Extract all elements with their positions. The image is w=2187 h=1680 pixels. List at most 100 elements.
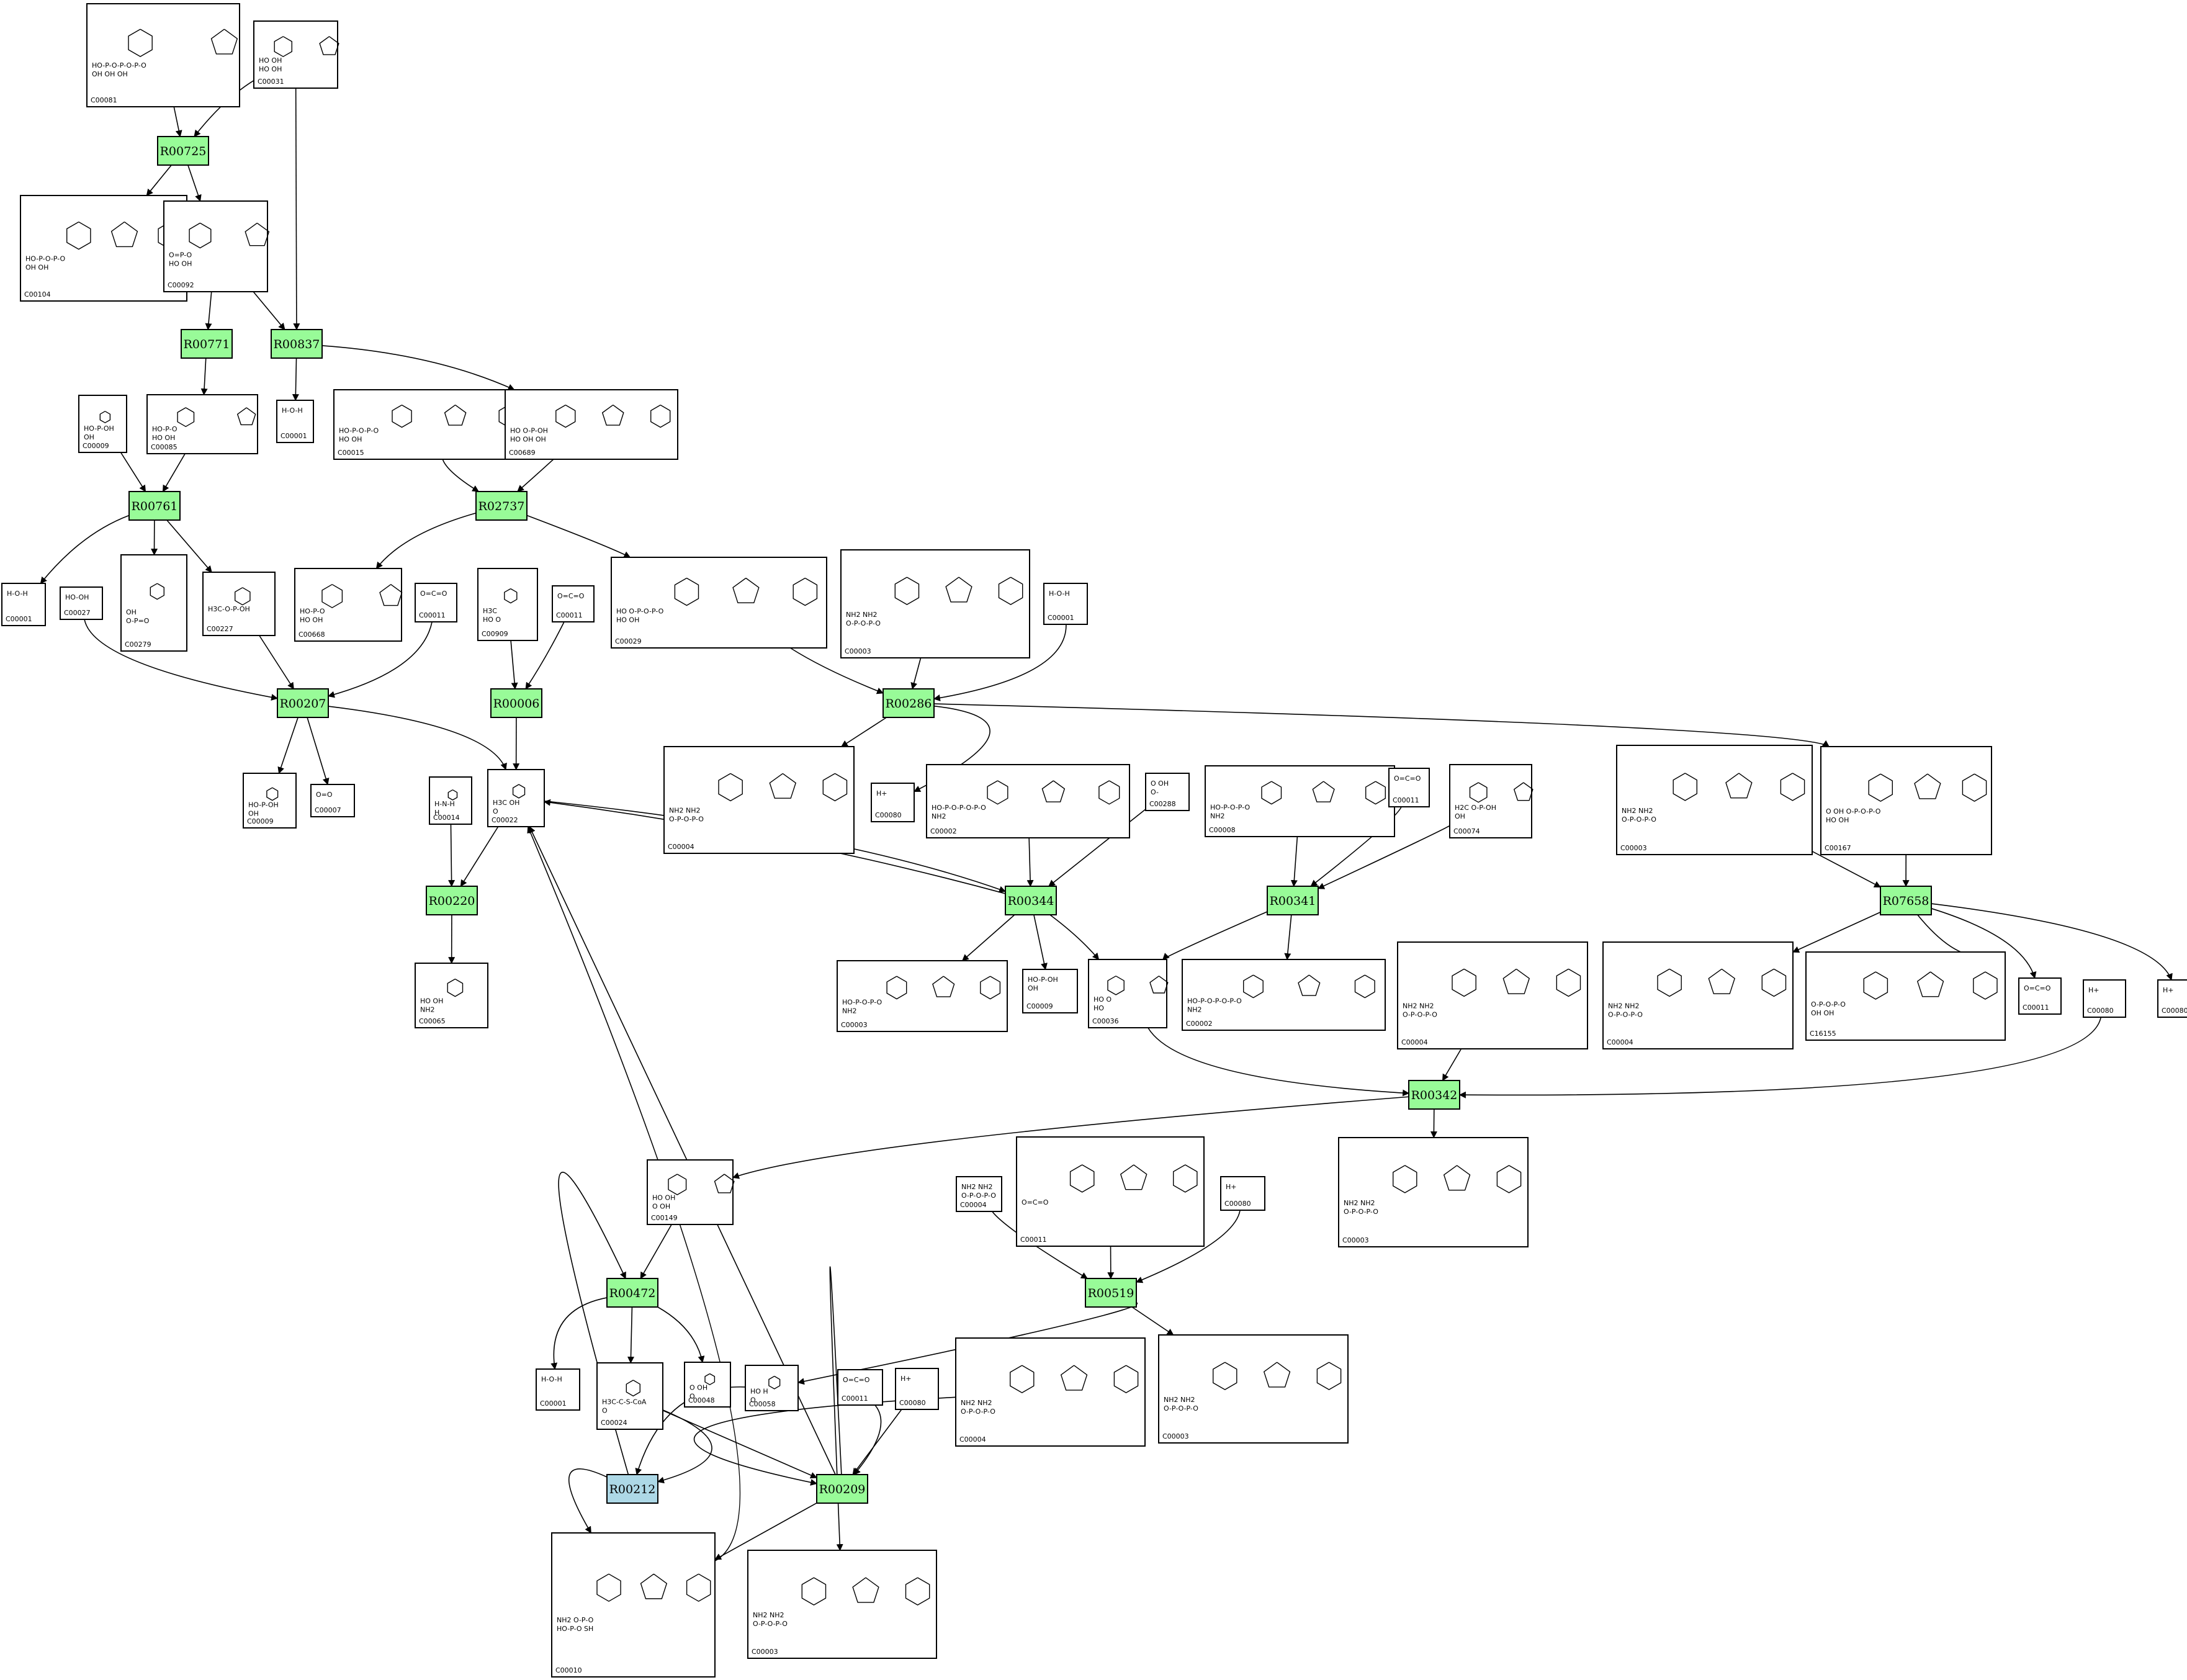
reaction-node-r00212[interactable]: R00212 xyxy=(606,1474,658,1504)
compound-box[interactable] xyxy=(415,963,488,1028)
compound-box[interactable] xyxy=(294,568,402,642)
compound-box[interactable] xyxy=(120,554,187,652)
compound-box[interactable] xyxy=(1088,959,1167,1028)
compound-box[interactable] xyxy=(1043,583,1088,625)
compound-box[interactable] xyxy=(60,586,103,620)
reaction-node-r00761[interactable]: R00761 xyxy=(128,491,181,521)
compound-box[interactable] xyxy=(596,1362,663,1430)
reaction-box[interactable] xyxy=(128,491,181,521)
compound-box[interactable] xyxy=(926,764,1130,838)
compound-box[interactable] xyxy=(647,1159,734,1225)
reaction-node-r00006[interactable]: R00006 xyxy=(490,688,542,718)
compound-node-c00080[interactable]: H+C00080 xyxy=(1220,1176,1265,1211)
compound-box[interactable] xyxy=(2083,979,2126,1018)
compound-box[interactable] xyxy=(1022,969,1078,1013)
compound-box[interactable] xyxy=(2157,979,2187,1018)
compound-box[interactable] xyxy=(1182,959,1386,1031)
compound-node-c00080[interactable]: H+C00080 xyxy=(2083,979,2126,1018)
compound-box[interactable] xyxy=(663,746,855,854)
compound-box[interactable] xyxy=(837,960,1008,1032)
reaction-box[interactable] xyxy=(1267,886,1319,915)
compound-box[interactable] xyxy=(429,776,472,825)
reaction-box[interactable] xyxy=(606,1278,658,1308)
reaction-node-r00286[interactable]: R00286 xyxy=(882,688,935,718)
compound-node-c00080[interactable]: H+C00080 xyxy=(871,783,915,822)
reaction-box[interactable] xyxy=(426,886,478,915)
compound-box[interactable] xyxy=(551,1532,716,1678)
compound-box[interactable] xyxy=(956,1176,1002,1212)
reaction-node-r00344[interactable]: R00344 xyxy=(1005,886,1057,915)
compound-box[interactable] xyxy=(2018,977,2062,1015)
reaction-node-r00341[interactable]: R00341 xyxy=(1267,886,1319,915)
compound-box[interactable] xyxy=(1220,1176,1265,1211)
compound-box[interactable] xyxy=(505,389,678,460)
compound-box[interactable] xyxy=(871,783,915,822)
compound-box[interactable] xyxy=(552,585,595,622)
reaction-box[interactable] xyxy=(277,688,329,718)
compound-box[interactable] xyxy=(684,1362,731,1408)
compound-box[interactable] xyxy=(745,1365,799,1411)
compound-box[interactable] xyxy=(1388,768,1430,807)
reaction-node-r00725[interactable]: R00725 xyxy=(157,136,209,166)
compound-box[interactable] xyxy=(895,1368,939,1410)
compound-node-c00080[interactable]: H+C00080 xyxy=(895,1368,939,1410)
reaction-box[interactable] xyxy=(271,329,323,359)
reaction-node-r02737[interactable]: R02737 xyxy=(475,491,528,521)
reaction-node-r00472[interactable]: R00472 xyxy=(606,1278,658,1308)
compound-box[interactable] xyxy=(86,3,240,107)
compound-box[interactable] xyxy=(487,769,545,827)
compound-box[interactable] xyxy=(163,200,268,292)
compound-box[interactable] xyxy=(1616,745,1813,855)
compound-box[interactable] xyxy=(840,549,1030,658)
reaction-box[interactable] xyxy=(490,688,542,718)
compound-box[interactable] xyxy=(1016,1136,1205,1247)
reaction-node-r00771[interactable]: R00771 xyxy=(181,329,233,359)
reaction-box[interactable] xyxy=(1408,1080,1460,1110)
reaction-box[interactable] xyxy=(157,136,209,166)
reaction-node-r00342[interactable]: R00342 xyxy=(1408,1080,1460,1110)
reaction-box[interactable] xyxy=(475,491,528,521)
reaction-node-r00220[interactable]: R00220 xyxy=(426,886,478,915)
compound-box[interactable] xyxy=(1338,1137,1529,1247)
reaction-box[interactable] xyxy=(1005,886,1057,915)
compound-box[interactable] xyxy=(837,1369,883,1406)
reaction-box[interactable] xyxy=(816,1474,868,1504)
reaction-node-r00519[interactable]: R00519 xyxy=(1085,1278,1137,1308)
compound-box[interactable] xyxy=(477,568,538,641)
reaction-box[interactable] xyxy=(606,1474,658,1504)
compound-box[interactable] xyxy=(310,784,355,817)
reaction-node-r00837[interactable]: R00837 xyxy=(271,329,323,359)
compound-box[interactable] xyxy=(955,1337,1146,1447)
compound-node-c00080[interactable]: H+C00080 xyxy=(2157,979,2187,1018)
compound-box[interactable] xyxy=(1205,765,1395,837)
